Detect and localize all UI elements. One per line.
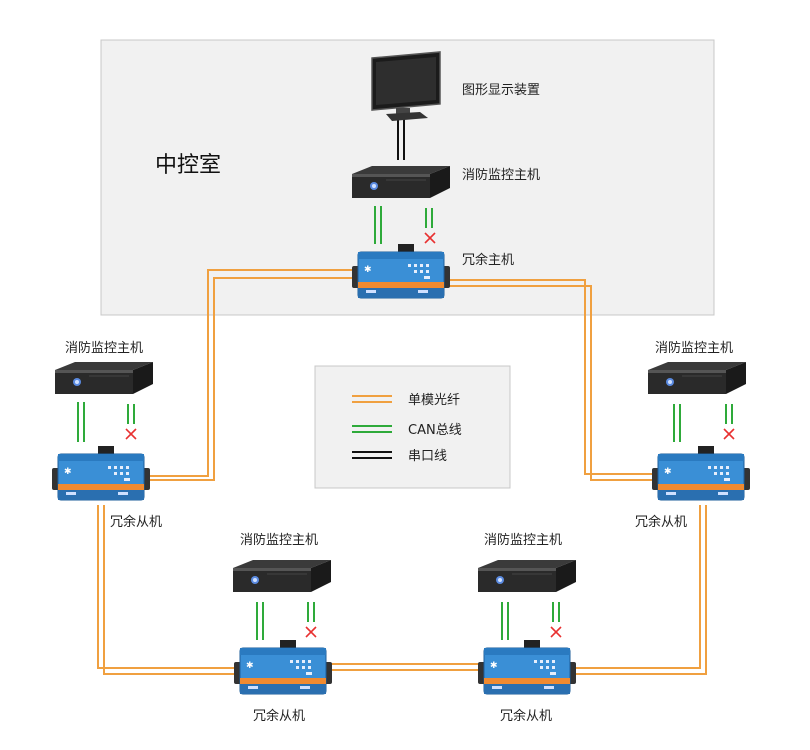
- display-label: 图形显示装置: [462, 83, 540, 98]
- monitor-host-label: 消防监控主机: [462, 167, 540, 183]
- monitor-host-label: 消防监控主机: [655, 340, 733, 356]
- legend-label: 单模光纤: [408, 393, 460, 408]
- x-mark-icon: [305, 626, 317, 638]
- fiber-lines: [97, 269, 707, 675]
- x-mark-icon: [424, 232, 436, 244]
- redundant-slave-label: 冗余从机: [253, 708, 305, 724]
- monitor-host-control-room: [351, 165, 451, 199]
- redundant-master-device: [351, 243, 451, 299]
- redundant-slave-label: 冗余从机: [110, 514, 162, 530]
- fault-marks: [125, 232, 735, 638]
- display-monitor: [371, 51, 441, 121]
- legend-item-serial: 串口线: [352, 449, 447, 464]
- monitor-host-left: [54, 361, 154, 395]
- monitor-host-bottom-right: [477, 559, 577, 593]
- serial-cable: [397, 114, 405, 160]
- monitor-host-label: 消防监控主机: [240, 532, 318, 548]
- monitor-host-bottom-left: [232, 559, 332, 593]
- legend-box: [314, 365, 511, 489]
- redundant-slave-bottom-right: [477, 639, 577, 695]
- redundant-master-label: 冗余主机: [462, 252, 514, 268]
- redundant-slave-label: 冗余从机: [500, 708, 552, 724]
- legend-label: CAN总线: [408, 423, 462, 438]
- redundant-slave-label: 冗余从机: [635, 514, 687, 530]
- can-bus-lines: [77, 206, 733, 640]
- control-room-title: 中控室: [155, 153, 221, 178]
- monitor-host-label: 消防监控主机: [65, 340, 143, 356]
- legend-item-fiber: 单模光纤: [352, 393, 460, 408]
- monitor-host-label: 消防监控主机: [484, 532, 562, 548]
- redundant-slave-right: [651, 445, 751, 501]
- x-mark-icon: [125, 428, 137, 440]
- legend-item-can: CAN总线: [352, 423, 462, 438]
- redundant-slave-left: [51, 445, 151, 501]
- x-mark-icon: [723, 428, 735, 440]
- x-mark-icon: [550, 626, 562, 638]
- monitor-host-right: [647, 361, 747, 395]
- redundant-slave-bottom-left: [233, 639, 333, 695]
- legend-label: 串口线: [408, 449, 447, 464]
- legend: 单模光纤 CAN总线 串口线: [314, 365, 511, 489]
